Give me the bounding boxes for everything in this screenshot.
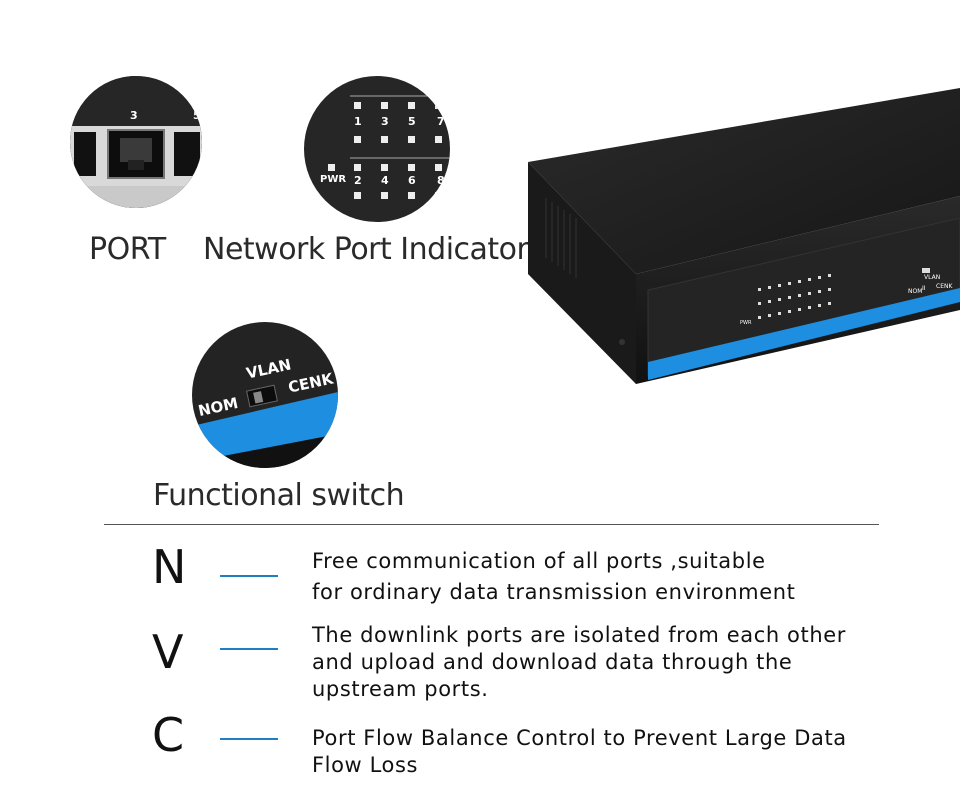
device-cenk-label: CENK [936, 283, 953, 290]
mode-letter-v: V [152, 625, 184, 679]
mode-v-line-2: and upload and download data through the [312, 650, 793, 674]
vlan-switch-icon [192, 384, 338, 468]
indicator-number-4: 4 [381, 174, 389, 187]
indicator-caption: Network Port Indicator [203, 232, 529, 267]
mode-c-line-1: Port Flow Balance Control to Prevent Lar… [312, 726, 847, 750]
mode-n-line-2: for ordinary data transmission environme… [312, 580, 796, 604]
device-ii-label: II [922, 285, 926, 292]
mode-c-line-2: Flow Loss [312, 753, 419, 777]
port-caption: PORT [89, 232, 166, 267]
mode-connector-c [220, 738, 278, 740]
mode-description-v: The downlink ports are isolated from eac… [312, 622, 846, 703]
port-closeup-image: 3 5 [70, 76, 202, 208]
indicator-number-5: 5 [408, 115, 416, 128]
port-number-5: 5 [193, 109, 201, 122]
indicator-number-2: 2 [354, 174, 362, 187]
switch-device-icon [528, 88, 960, 384]
switch-closeup-image: VLAN NOM CENK [192, 322, 338, 468]
mode-letter-n: N [152, 540, 187, 594]
mode-description-c: Port Flow Balance Control to Prevent Lar… [312, 725, 847, 779]
mode-v-line-1: The downlink ports are isolated from eac… [312, 623, 847, 647]
mode-n-line-1: Free communication of all ports ,suitabl… [312, 549, 766, 573]
network-switch-device-image: VLAN NOM II CENK PWR [526, 88, 960, 388]
indicator-number-7: 7 [437, 115, 445, 128]
mode-connector-n [220, 575, 278, 577]
indicator-number-3: 3 [381, 115, 389, 128]
indicator-number-6: 6 [408, 174, 416, 187]
indicator-panel-icon [328, 95, 450, 199]
indicator-number-8: 8 [437, 174, 445, 187]
mode-v-line-3: upstream ports. [312, 677, 489, 701]
mode-letter-c: C [152, 708, 185, 762]
indicator-closeup-image: 1 3 5 7 PWR 2 4 6 8 [304, 76, 450, 222]
mode-connector-v [220, 648, 278, 650]
indicator-pwr-label: PWR [320, 174, 347, 185]
switch-caption: Functional switch [153, 478, 405, 513]
device-pwr-label: PWR [740, 320, 752, 326]
port-number-3: 3 [130, 109, 138, 122]
section-divider [104, 524, 879, 525]
device-nom-label: NOM [908, 288, 923, 295]
device-vlan-label: VLAN [924, 274, 941, 281]
mode-description-n: Free communication of all ports ,suitabl… [312, 546, 796, 608]
indicator-number-1: 1 [354, 115, 362, 128]
ethernet-port-icon [70, 76, 202, 208]
